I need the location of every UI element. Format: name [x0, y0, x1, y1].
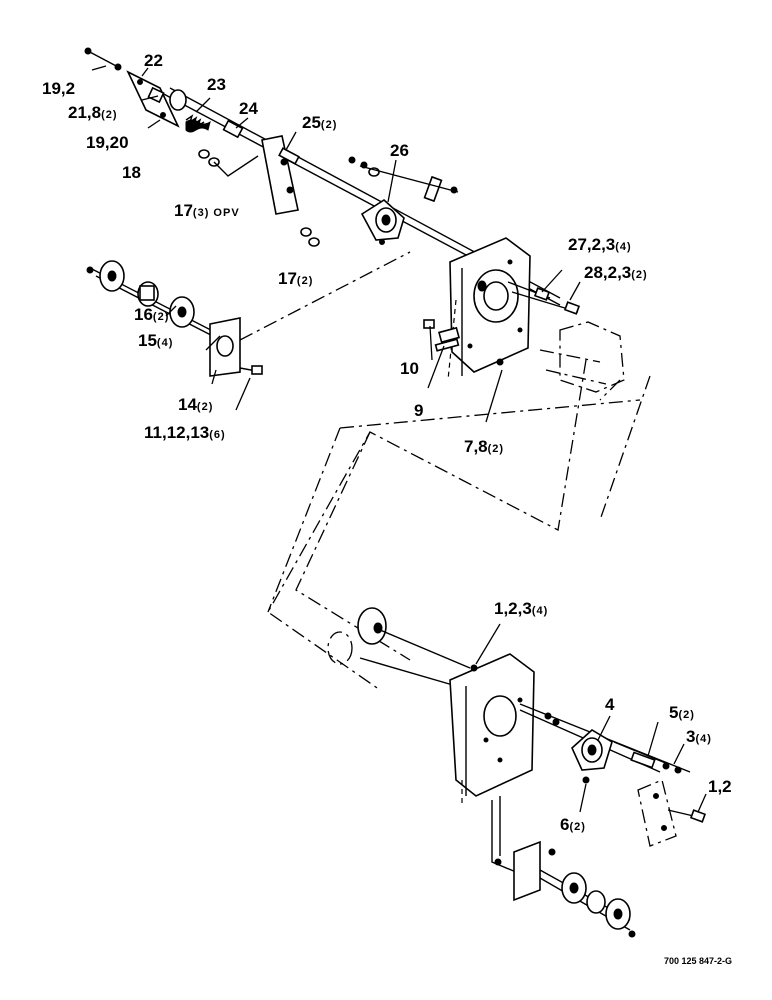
- callout-26: 26: [390, 141, 409, 160]
- callout-1-2: 1,2: [708, 777, 732, 796]
- callout-22: 22: [144, 51, 163, 70]
- callout-27-2-3: 27,2,3(4): [568, 235, 632, 254]
- lower-drive-assembly: [327, 607, 707, 938]
- callout-3: 3(4): [686, 727, 712, 746]
- leader-lines: [91, 65, 707, 813]
- bracket-upper: [261, 135, 299, 215]
- drive-belt: [239, 251, 651, 691]
- upper-drive-assembly: [84, 47, 625, 393]
- callout-7-8: 7,8(2): [464, 437, 504, 456]
- callout-4: 4: [605, 695, 615, 714]
- callout-1-2-3: 1,2,3(4): [494, 599, 548, 618]
- left-idler-assembly: [86, 260, 263, 377]
- callout-24: 24: [239, 99, 258, 118]
- callout-21-8: 21,8(2): [68, 103, 118, 122]
- callout-15: 15(4): [138, 331, 173, 350]
- bearing-flange: [360, 198, 405, 245]
- spring: [185, 114, 211, 133]
- callout-17-opv: 17(3) OPV: [174, 201, 240, 220]
- callout-28-2-3: 28,2,3(2): [584, 263, 648, 282]
- callout-14: 14(2): [178, 395, 213, 414]
- drawing-number: 700 125 847-2-G: [664, 956, 732, 966]
- callout-19-20: 19,20: [86, 133, 129, 152]
- callout-5: 5(2): [669, 703, 695, 722]
- callout-6: 6(2): [560, 815, 586, 834]
- callout-19-2-top: 19,2: [42, 79, 75, 98]
- callout-9: 9: [414, 401, 423, 420]
- callout-16: 16(2): [134, 305, 169, 324]
- callout-10: 10: [400, 359, 419, 378]
- callout-18: 18: [122, 163, 141, 182]
- callout-17: 17(2): [278, 269, 313, 288]
- callout-11-12-13: 11,12,13(6): [144, 423, 226, 442]
- callout-23: 23: [207, 75, 226, 94]
- callout-25: 25(2): [302, 113, 337, 132]
- gearbox-housing-upper: [447, 237, 531, 381]
